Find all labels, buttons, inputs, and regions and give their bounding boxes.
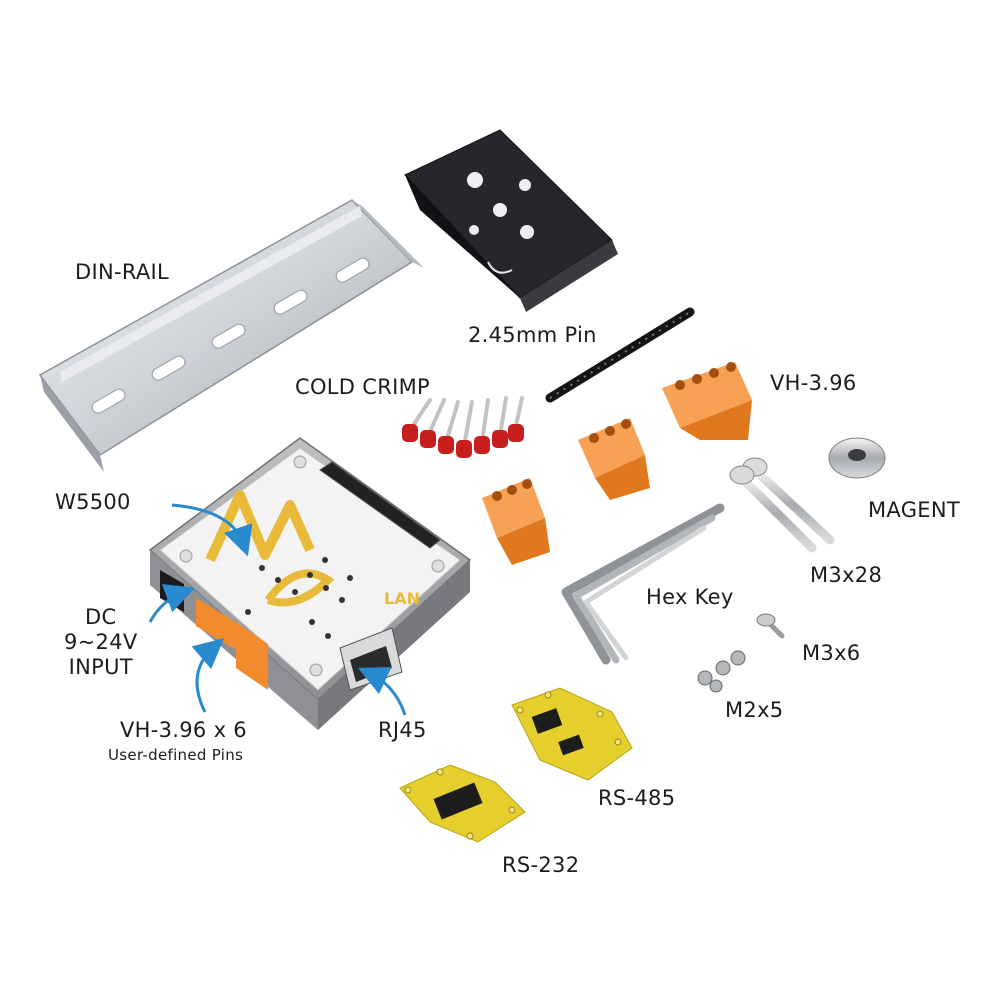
cold-crimp-ferrules <box>402 396 524 458</box>
label-m2x5: M2x5 <box>725 698 784 722</box>
label-rs485: RS-485 <box>598 786 676 810</box>
terminal-block-3pin-b <box>482 478 550 565</box>
arrow-rj45 <box>358 666 407 716</box>
label-magnet: MAGENT <box>868 498 960 522</box>
terminal-block-4pin <box>662 362 752 440</box>
pin-header-strip <box>545 307 695 403</box>
label-w5500: W5500 <box>55 490 131 514</box>
label-m3x6: M3x6 <box>802 641 861 665</box>
rs232-board <box>399 764 526 843</box>
din-rail <box>38 199 424 472</box>
module-lan-print: LAN <box>384 589 420 608</box>
m2x5-screws <box>697 650 746 693</box>
label-rj45: RJ45 <box>378 718 427 742</box>
arrow-dc-input <box>148 584 196 623</box>
label-hex-key: Hex Key <box>646 585 734 609</box>
label-user-defined-pins: User-defined Pins <box>108 746 244 764</box>
hex-keys <box>561 503 725 665</box>
label-din-rail: DIN-RAIL <box>75 260 170 284</box>
label-rs232: RS-232 <box>502 853 580 877</box>
terminal-block-3pin-a <box>578 418 650 500</box>
magnet <box>828 437 886 479</box>
label-m3x28: M3x28 <box>810 563 883 587</box>
rs485-board <box>511 687 633 781</box>
arrow-vh396x6 <box>191 638 225 713</box>
label-dc-input: DC 9~24V INPUT <box>64 605 138 679</box>
label-vh396: VH-3.96 <box>770 371 857 395</box>
din-bracket <box>404 129 618 312</box>
callout-arrows <box>148 503 407 716</box>
label-pin-header: 2.45mm Pin <box>468 323 597 347</box>
m3x6-screw <box>756 613 785 639</box>
arrow-w5500 <box>171 503 253 557</box>
label-cold-crimp: COLD CRIMP <box>295 375 430 399</box>
label-vh396x6: VH-3.96 x 6 <box>120 718 247 742</box>
m3x28-screws <box>729 457 835 553</box>
